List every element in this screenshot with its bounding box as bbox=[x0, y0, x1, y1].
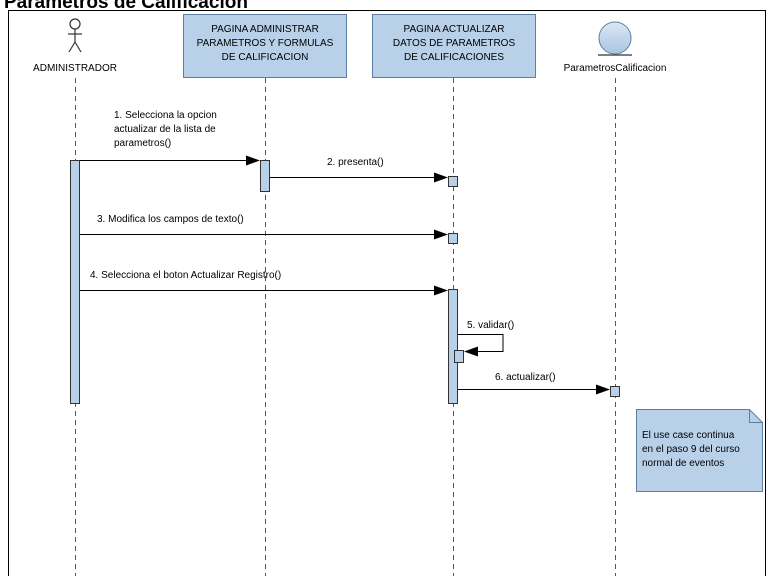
activations bbox=[70, 160, 620, 404]
message-label: 2. presenta() bbox=[327, 157, 384, 168]
message-5[interactable]: 5. validar() bbox=[458, 320, 514, 357]
arrowhead-icon bbox=[246, 155, 260, 166]
message-label-line-2: actualizar de la lista de bbox=[114, 124, 216, 135]
lifelines bbox=[75, 78, 616, 576]
stick-figure-actor-icon bbox=[68, 18, 82, 53]
activation-pagina-actualizar-2 bbox=[448, 233, 458, 244]
message-4[interactable]: 4. Selecciona el boton Actualizar Regist… bbox=[80, 270, 448, 296]
note[interactable]: El use case continua en el paso 9 del cu… bbox=[636, 409, 763, 492]
message-6[interactable]: 6. actualizar() bbox=[458, 372, 610, 395]
activation-pagina-administrar bbox=[260, 160, 270, 192]
entity-parametros-calificacion[interactable]: ParametrosCalificacion bbox=[564, 21, 667, 74]
activation-parametros-calificacion bbox=[610, 386, 620, 397]
activation-pagina-actualizar-3 bbox=[448, 289, 458, 404]
note-line-1: El use case continua bbox=[642, 430, 735, 441]
note-folded-corner-icon bbox=[636, 409, 763, 492]
arrowhead-icon bbox=[434, 285, 448, 296]
page-title: Parámetros de Calificación bbox=[4, 0, 248, 13]
participant-pagina-administrar[interactable]: PAGINA ADMINISTRAR PARAMETROS Y FORMULAS… bbox=[183, 14, 347, 78]
participant-label-line-2: DATOS DE PARAMETROS bbox=[393, 38, 516, 49]
arrowhead-icon bbox=[434, 172, 448, 183]
entity-label: ParametrosCalificacion bbox=[564, 63, 667, 74]
activation-pagina-actualizar-self bbox=[454, 350, 464, 363]
note-line-3: normal de eventos bbox=[642, 458, 724, 469]
arrowhead-icon bbox=[464, 346, 478, 357]
message-label: 6. actualizar() bbox=[495, 372, 556, 383]
participant-label-line-1: PAGINA ACTUALIZAR bbox=[404, 24, 505, 35]
activation-administrador bbox=[70, 160, 80, 404]
message-label-line-3: parametros() bbox=[114, 138, 171, 149]
actor-label: ADMINISTRADOR bbox=[33, 63, 117, 74]
participant-label-line-2: PARAMETROS Y FORMULAS bbox=[197, 38, 334, 49]
participant-pagina-actualizar[interactable]: PAGINA ACTUALIZAR DATOS DE PARAMETROS DE… bbox=[372, 14, 536, 78]
message-label-line-1: 1. Selecciona la opcion bbox=[114, 110, 217, 121]
note-line-2: en el paso 9 del curso bbox=[642, 444, 740, 455]
message-label: 3. Modifica los campos de texto() bbox=[97, 214, 244, 225]
activation-pagina-actualizar-1 bbox=[448, 176, 458, 187]
message-label: 4. Selecciona el boton Actualizar Regist… bbox=[90, 270, 281, 281]
message-2[interactable]: 2. presenta() bbox=[270, 157, 448, 183]
arrowhead-icon bbox=[434, 229, 448, 240]
participant-label-line-1: PAGINA ADMINISTRAR bbox=[211, 24, 319, 35]
message-3[interactable]: 3. Modifica los campos de texto() bbox=[80, 214, 448, 240]
diagram-frame bbox=[8, 10, 766, 576]
message-1[interactable]: 1. Selecciona la opcion actualizar de la… bbox=[80, 110, 260, 166]
actor-administrador[interactable]: ADMINISTRADOR bbox=[33, 18, 117, 74]
message-label: 5. validar() bbox=[467, 320, 514, 331]
participant-label-line-3: DE CALIFICACION bbox=[222, 52, 309, 63]
entity-circle-icon bbox=[598, 21, 632, 56]
arrowhead-icon bbox=[596, 384, 610, 395]
participant-label-line-3: DE CALIFICACIONES bbox=[404, 52, 504, 63]
